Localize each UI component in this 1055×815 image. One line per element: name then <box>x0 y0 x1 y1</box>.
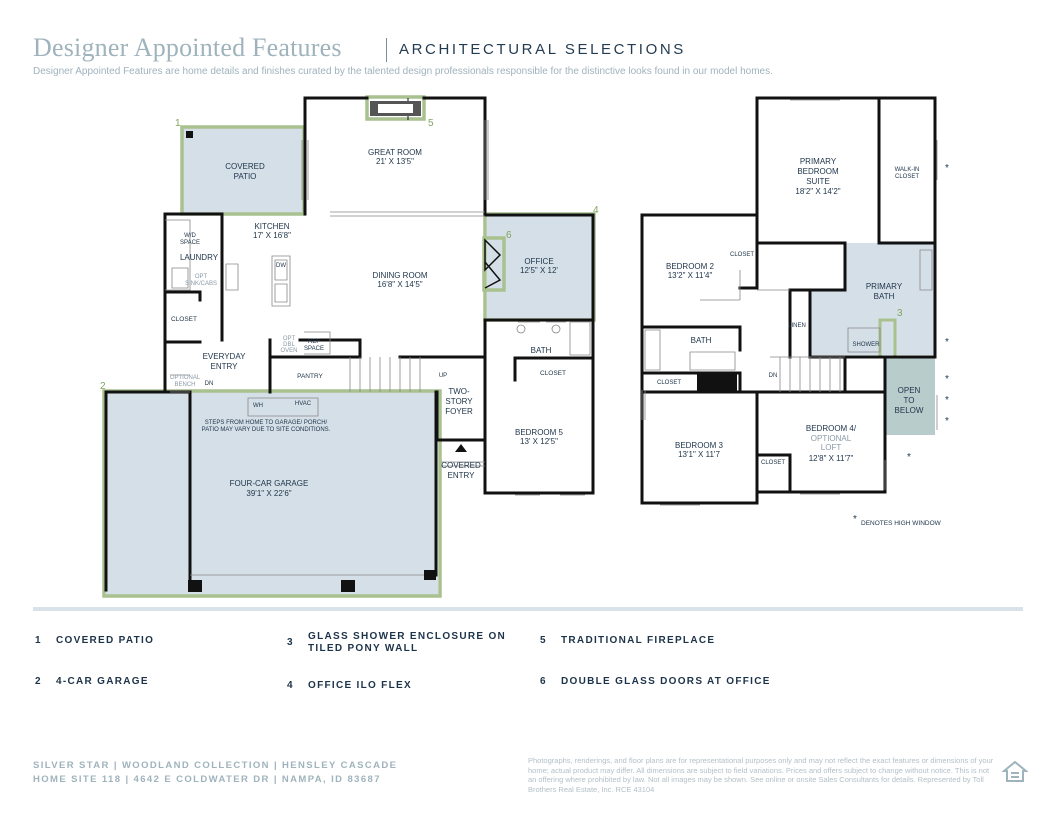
label-bedroom-4: BEDROOM 4/ <box>806 424 857 433</box>
feature-text: DOUBLE GLASS DOORS AT OFFICE <box>561 676 771 687</box>
label-laundry: LAUNDRY <box>180 253 219 262</box>
bedroom-5-dim: 13' X 12'5" <box>520 437 558 446</box>
fireplace-highlight <box>365 95 426 121</box>
high-window-asterisk: * <box>945 337 949 348</box>
label-bedroom-3: BEDROOM 3 <box>675 441 724 450</box>
label-wh: WH <box>253 403 263 409</box>
legend-asterisk: * <box>853 514 857 525</box>
feature-number: 4 <box>287 680 294 691</box>
garage-fill <box>106 392 438 595</box>
label-closet-b: CLOSET <box>657 380 681 386</box>
label-bath-2: BATH <box>691 336 712 345</box>
high-window-asterisk: * <box>945 374 949 385</box>
feature-text: OFFICE ILO FLEX <box>308 680 412 691</box>
marker-2: 2 <box>100 381 106 392</box>
label-dining-room: DINING ROOM <box>372 271 427 280</box>
label-dn-1: DN <box>205 381 214 387</box>
marker-5: 5 <box>428 118 434 129</box>
equal-housing-opportunity-icon <box>1002 760 1028 782</box>
marker-3: 3 <box>897 308 903 319</box>
garage-dim: 39'1" X 22'6" <box>246 489 291 498</box>
label-closet: CLOSET <box>171 316 197 323</box>
feature-number: 3 <box>287 637 294 648</box>
label-dw: DW <box>276 263 286 269</box>
label-hvac: HVAC <box>295 401 312 407</box>
label-dn-2: DN <box>769 373 778 379</box>
label-great-room: GREAT ROOM <box>368 148 422 157</box>
community-line: SILVER STAR | WOODLAND COLLECTION | HENS… <box>33 760 398 771</box>
great-room-dim: 21' X 13'5" <box>376 157 414 166</box>
feature-text: GLASS SHOWER ENCLOSURE ON TILED PONY WAL… <box>308 631 507 654</box>
label-office: OFFICE <box>524 257 553 266</box>
label-linen: LINEN <box>788 323 806 329</box>
label-closet-a: CLOSET <box>730 252 754 258</box>
primary-bath-wc-fill <box>810 290 845 355</box>
high-window-asterisk: * <box>945 395 949 406</box>
page-description: Designer Appointed Features are home det… <box>33 66 773 77</box>
marker-6: 6 <box>506 230 512 241</box>
bedroom-4-dim: 12'8" X 11'7" <box>809 454 854 463</box>
primary-suite-dim: 18'2" X 14'2" <box>795 187 840 196</box>
office-dim: 12'5" X 12' <box>520 266 558 275</box>
feature-text: COVERED PATIO <box>56 635 155 646</box>
page-title: Designer Appointed Features <box>33 33 342 62</box>
marker-4: 4 <box>593 205 599 216</box>
label-shower: SHOWER <box>853 342 881 348</box>
marker-1: 1 <box>175 118 181 129</box>
label-garage: FOUR-CAR GARAGE <box>230 479 309 488</box>
label-pantry: PANTRY <box>297 373 323 380</box>
section-divider <box>33 607 1023 611</box>
feature-text: TRADITIONAL FIREPLACE <box>561 635 716 646</box>
label-bedroom-5: BEDROOM 5 <box>515 428 564 437</box>
label-closet-c: CLOSET <box>761 460 785 466</box>
label-kitchen: KITCHEN <box>254 222 289 231</box>
legal-disclaimer: Photographs, renderings, and floor plans… <box>528 756 994 794</box>
address-line: HOME SITE 118 | 4642 E COLDWATER DR | NA… <box>33 774 381 785</box>
label-closet-2: CLOSET <box>540 370 566 377</box>
feature-number: 5 <box>540 635 547 646</box>
title-divider <box>386 38 387 62</box>
feature-number: 6 <box>540 676 547 687</box>
label-up: UP <box>439 373 447 379</box>
label-bedroom-2: BEDROOM 2 <box>666 262 715 271</box>
office-doors-highlight <box>482 236 506 292</box>
feature-text: 4-CAR GARAGE <box>56 676 149 687</box>
garage-steps-note: STEPS FROM HOME TO GARAGE/ PORCH/PATIO M… <box>202 420 331 433</box>
high-window-asterisk: * <box>945 416 949 427</box>
high-window-asterisk: * <box>907 452 911 463</box>
kitchen-dim: 17' X 16'8" <box>253 231 291 240</box>
garage-highlight <box>102 389 442 598</box>
label-bath: BATH <box>531 346 552 355</box>
bedroom-3-dim: 13'1" X 11'7 <box>678 450 720 459</box>
page-subtitle: ARCHITECTURAL SELECTIONS <box>399 41 686 58</box>
feature-number: 1 <box>35 635 42 646</box>
feature-number: 2 <box>35 676 42 687</box>
bedroom-2-dim: 13'2" X 11'4" <box>668 271 713 280</box>
high-window-note: DENOTES HIGH WINDOW <box>861 520 942 527</box>
covered-patio-fill <box>183 128 303 213</box>
open-to-below-fill <box>885 357 935 435</box>
high-window-asterisk: * <box>945 163 949 174</box>
dining-room-dim: 16'8" X 14'5" <box>377 280 422 289</box>
